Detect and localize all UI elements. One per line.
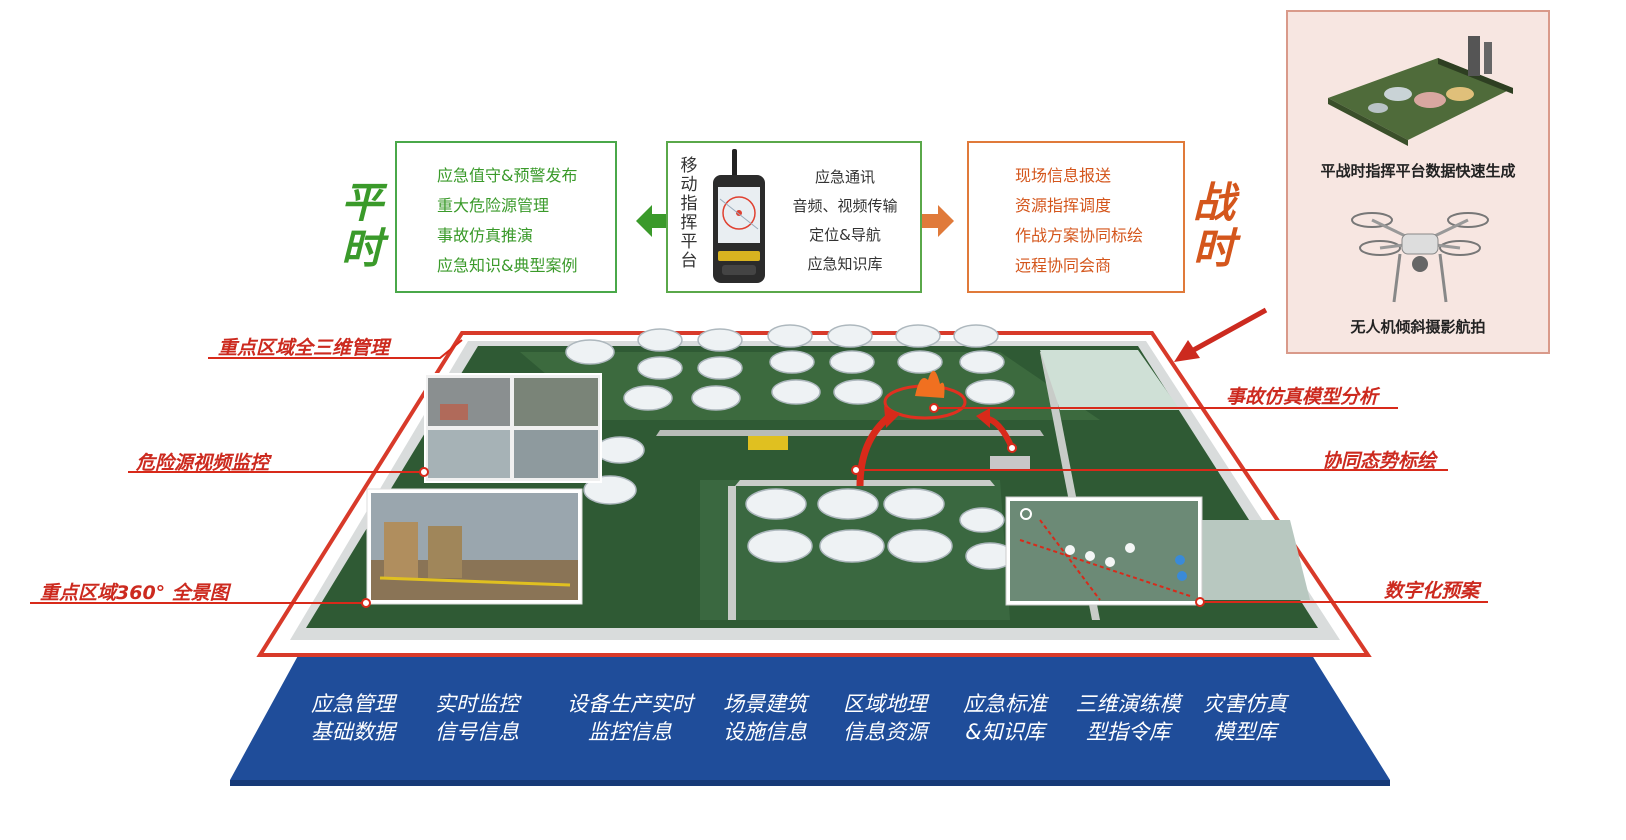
mobile-item: 应急通讯	[814, 168, 875, 186]
hazard-video-thumbnails	[424, 373, 602, 483]
base-item: 应急管理基础数据	[288, 690, 418, 746]
base-item-line: 应急标准	[963, 692, 1047, 716]
base-item-line: 三维演练模	[1075, 692, 1181, 716]
mobile-platform-list: 应急通讯 音频、视频传输 定位&导航 应急知识库	[772, 163, 918, 279]
panel-caption-top: 平战时指挥平台数据快速生成	[1320, 162, 1516, 180]
plant-aerial-image	[1328, 36, 1513, 146]
callout-collab: 协同态势标绘	[1322, 450, 1437, 472]
wartime-item: 远程协同会商	[1015, 256, 1112, 275]
base-item-line: 信息资源	[843, 720, 927, 744]
base-item-line: 灾害仿真	[1203, 692, 1287, 716]
mobile-platform-title: 移动指挥平台	[680, 156, 698, 271]
base-item-line: 应急管理	[311, 692, 395, 716]
base-item-line: 信号信息	[435, 720, 519, 744]
mobile-platform-box: 移动指挥平台 应急通讯 音频、视频传输 定位&导航 应急知识库	[666, 141, 922, 293]
base-item-line: 型指令库	[1086, 720, 1170, 744]
peacetime-item: 事故仿真推演	[437, 226, 534, 245]
peacetime-title: 平时	[338, 180, 386, 272]
base-item: 三维演练模型指令库	[1058, 690, 1198, 746]
peacetime-item: 重大危险源管理	[437, 196, 550, 215]
peacetime-box: 应急值守&预警发布 重大危险源管理 事故仿真推演 应急知识&典型案例	[395, 141, 617, 293]
handheld-device-icon	[713, 149, 765, 283]
mobile-item: 定位&导航	[809, 226, 881, 244]
base-item: 实时监控信号信息	[412, 690, 542, 746]
base-item-line: 区域地理	[843, 692, 927, 716]
wartime-title: 战时	[1190, 180, 1238, 272]
base-item: 应急标准&知识库	[940, 690, 1070, 746]
base-item: 区域地理信息资源	[820, 690, 950, 746]
base-item-line: &知识库	[965, 720, 1045, 744]
left-arrow-icon	[636, 205, 670, 237]
base-item-line: 监控信息	[588, 720, 672, 744]
base-item-line: 实时监控	[435, 692, 519, 716]
peacetime-title-text: 平时	[340, 178, 383, 273]
callout-digital-plan: 数字化预案	[1384, 580, 1480, 602]
right-arrow-icon	[920, 205, 954, 237]
drone-icon	[1351, 212, 1489, 303]
base-item-line: 设施信息	[723, 720, 807, 744]
base-item: 场景建筑设施信息	[700, 690, 830, 746]
callout-hazard-video: 危险源视频监控	[136, 452, 270, 474]
base-item-line: 模型库	[1213, 720, 1277, 744]
wartime-list: 现场信息报送 资源指挥调度 作战方案协同标绘 远程协同会商	[1015, 161, 1143, 281]
wartime-item: 作战方案协同标绘	[1015, 226, 1144, 245]
callout-accident-sim: 事故仿真模型分析	[1226, 386, 1379, 408]
wartime-item: 资源指挥调度	[1015, 196, 1112, 215]
peacetime-item: 应急值守&预警发布	[437, 166, 578, 185]
peacetime-list: 应急值守&预警发布 重大危险源管理 事故仿真推演 应急知识&典型案例	[437, 161, 577, 281]
panel-to-map-arrow-icon	[1174, 307, 1268, 362]
base-item-line: 基础数据	[311, 720, 395, 744]
callout-panorama: 重点区域360° 全景图	[40, 582, 229, 604]
digital-plan-thumbnail	[1005, 496, 1203, 606]
panorama-photo	[366, 488, 583, 605]
wartime-item: 现场信息报送	[1015, 166, 1112, 185]
base-item: 设备生产实时监控信息	[552, 690, 708, 746]
peacetime-item: 应急知识&典型案例	[437, 256, 578, 275]
base-item-line: 场景建筑	[723, 692, 807, 716]
storage-tanks	[565, 324, 1015, 570]
base-item: 灾害仿真模型库	[1180, 690, 1310, 746]
mobile-item: 应急知识库	[807, 255, 883, 273]
fire-icon	[915, 370, 945, 398]
data-generation-panel: 平战时指挥平台数据快速生成 无人机倾斜摄影航拍	[1286, 10, 1550, 354]
wartime-box: 现场信息报送 资源指挥调度 作战方案协同标绘 远程协同会商	[967, 141, 1185, 293]
callout-key-area-3d: 重点区域全三维管理	[218, 337, 390, 359]
panel-caption-bottom: 无人机倾斜摄影航拍	[1350, 318, 1486, 336]
base-item-line: 设备生产实时	[567, 692, 693, 716]
mobile-item: 音频、视频传输	[792, 197, 898, 215]
wartime-title-text: 战时	[1192, 178, 1235, 273]
